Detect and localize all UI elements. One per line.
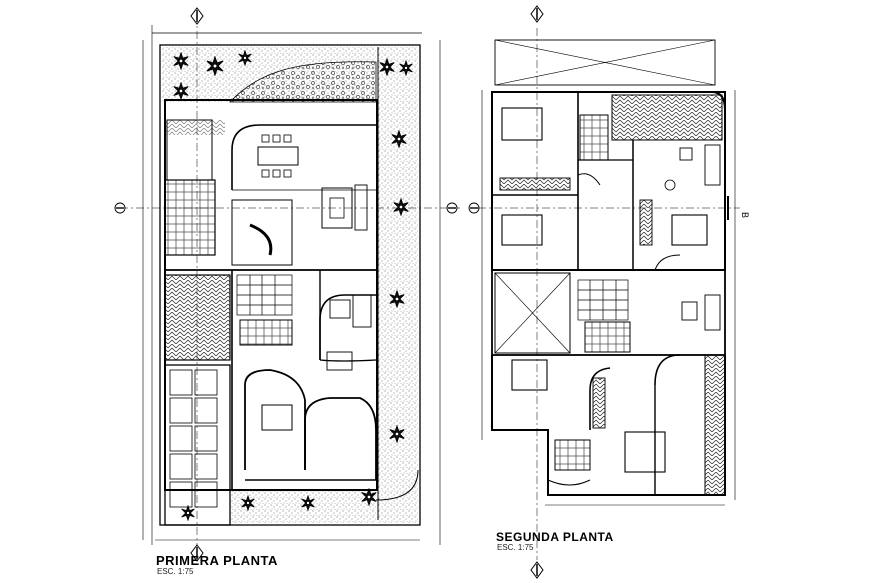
section-marker-label: B bbox=[740, 212, 750, 218]
first-floor-scale: ESC. 1:75 bbox=[157, 567, 194, 576]
axis-marker-left-2 bbox=[446, 202, 458, 214]
axis-marker-right-1 bbox=[468, 202, 480, 214]
north-marker-top-right bbox=[530, 5, 544, 23]
first-floor-title: PRIMERA PLANTA bbox=[156, 553, 278, 568]
second-floor-scale: ESC. 1:75 bbox=[497, 543, 534, 552]
axis-marker-left-1 bbox=[114, 202, 126, 214]
first-floor-plan bbox=[120, 15, 460, 560]
second-floor-plan bbox=[478, 28, 740, 560]
north-marker-bottom-left bbox=[190, 544, 204, 562]
north-marker-bottom-right bbox=[530, 561, 544, 579]
north-marker-top-left bbox=[190, 7, 204, 25]
second-floor-title: SEGUNDA PLANTA bbox=[496, 530, 614, 544]
section-marker-b: B bbox=[727, 196, 750, 220]
